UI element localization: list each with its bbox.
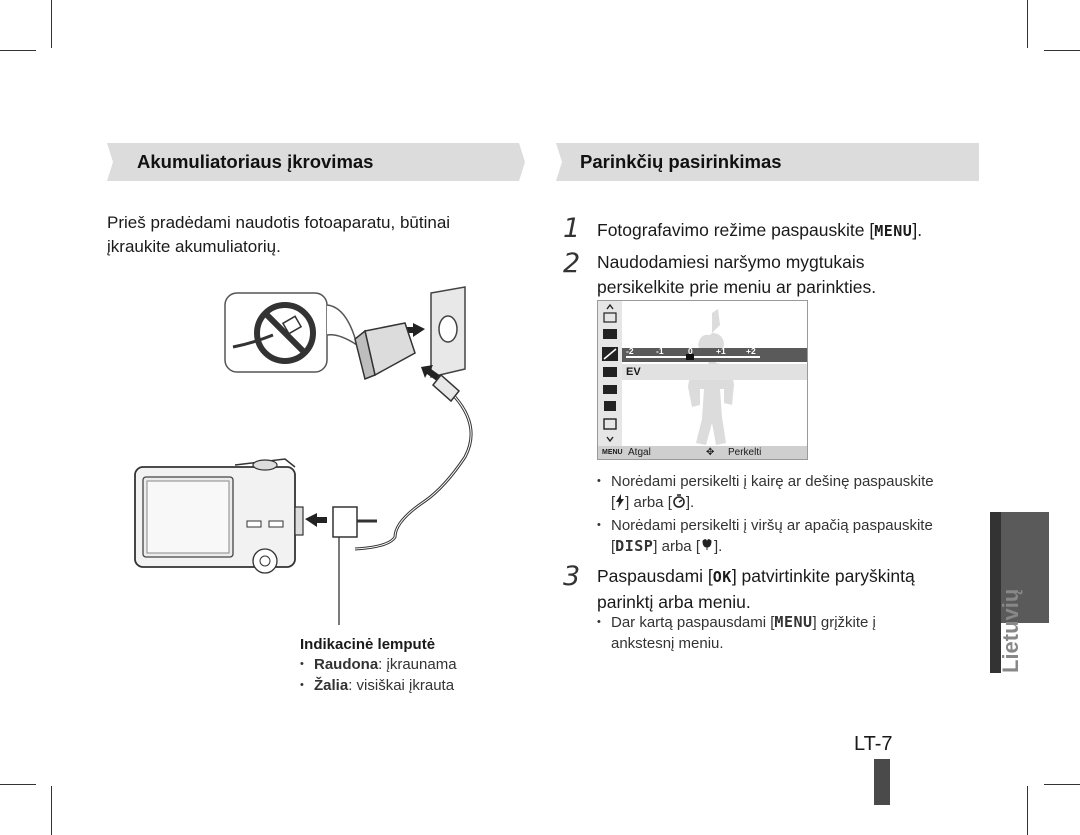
list-item: Dar kartą paspausdami [MENU] grįžkite į … xyxy=(597,612,937,654)
wall-socket-icon xyxy=(430,286,466,378)
crop-mark xyxy=(1044,50,1080,51)
charging-illustration xyxy=(134,286,473,625)
usb-plug-icon xyxy=(431,373,461,403)
crop-mark xyxy=(0,784,36,785)
language-label: Lietuvių xyxy=(998,588,1023,673)
list-item: Norėdami persikelti į kairę ar dešinę pa… xyxy=(597,471,969,514)
page-number: LT-7 xyxy=(854,733,893,755)
language-tab-edge xyxy=(990,512,1001,673)
menu-icons xyxy=(602,303,618,443)
section-title-charging: Akumuliatoriaus įkrovimas xyxy=(107,143,525,181)
indicator-title: Indikacinė lemputė xyxy=(300,636,436,653)
arrow-icon xyxy=(399,323,425,337)
page-marker xyxy=(874,759,890,805)
step-3-text: Paspausdami [OK] patvirtinkite paryškint… xyxy=(597,566,915,612)
self-timer-icon xyxy=(672,493,686,514)
list-item: Norėdami persikelti į viršų ar apačią pa… xyxy=(597,515,969,558)
crop-mark xyxy=(1044,784,1080,785)
crop-mark xyxy=(51,786,52,835)
do-not-sign-icon xyxy=(224,292,359,373)
crop-mark xyxy=(51,0,52,48)
step-number: 2 xyxy=(563,248,581,279)
menu-footer: MENU Atgal ✥ Perkelti xyxy=(598,446,807,459)
crop-mark xyxy=(1027,0,1028,48)
indicator-list: Raudona: įkraunama Žalia: visiškai įkrau… xyxy=(300,654,520,696)
ev-scale-bar: -2 -1 0 +1 +2 xyxy=(622,347,807,362)
crop-mark xyxy=(1027,786,1028,835)
ev-label: EV xyxy=(622,364,807,380)
section-title-options: Parinkčių pasirinkimas xyxy=(556,143,979,181)
step-3-notes: Dar kartą paspausdami [MENU] grįžkite į … xyxy=(597,612,937,654)
step-2-text: Naudodamiesi naršymo mygtukais persikelk… xyxy=(597,252,877,297)
crop-mark xyxy=(0,50,36,51)
macro-icon xyxy=(700,536,714,557)
step-2-notes: Norėdami persikelti į kairę ar dešinę pa… xyxy=(597,471,969,557)
dpad-icon: ✥ xyxy=(706,447,715,458)
list-item: Žalia: visiškai įkrauta xyxy=(300,675,520,696)
arrow-icon xyxy=(305,513,327,527)
flash-icon xyxy=(615,493,625,514)
ac-adapter-icon xyxy=(354,322,416,381)
step-1-text: Fotografavimo režime paspauskite [MENU]. xyxy=(597,220,923,240)
camera-menu-screen: -2 -1 0 +1 +2 EV MENU Atgal ✥ Perkelti xyxy=(597,300,808,460)
list-item: Raudona: įkraunama xyxy=(300,654,520,675)
step-number: 3 xyxy=(563,561,581,592)
step-number: 1 xyxy=(563,213,581,244)
camera-icon xyxy=(134,458,304,574)
usb-plug-icon xyxy=(332,506,377,538)
charging-intro: Prieš pradėdami naudotis fotoaparatu, bū… xyxy=(107,213,451,256)
